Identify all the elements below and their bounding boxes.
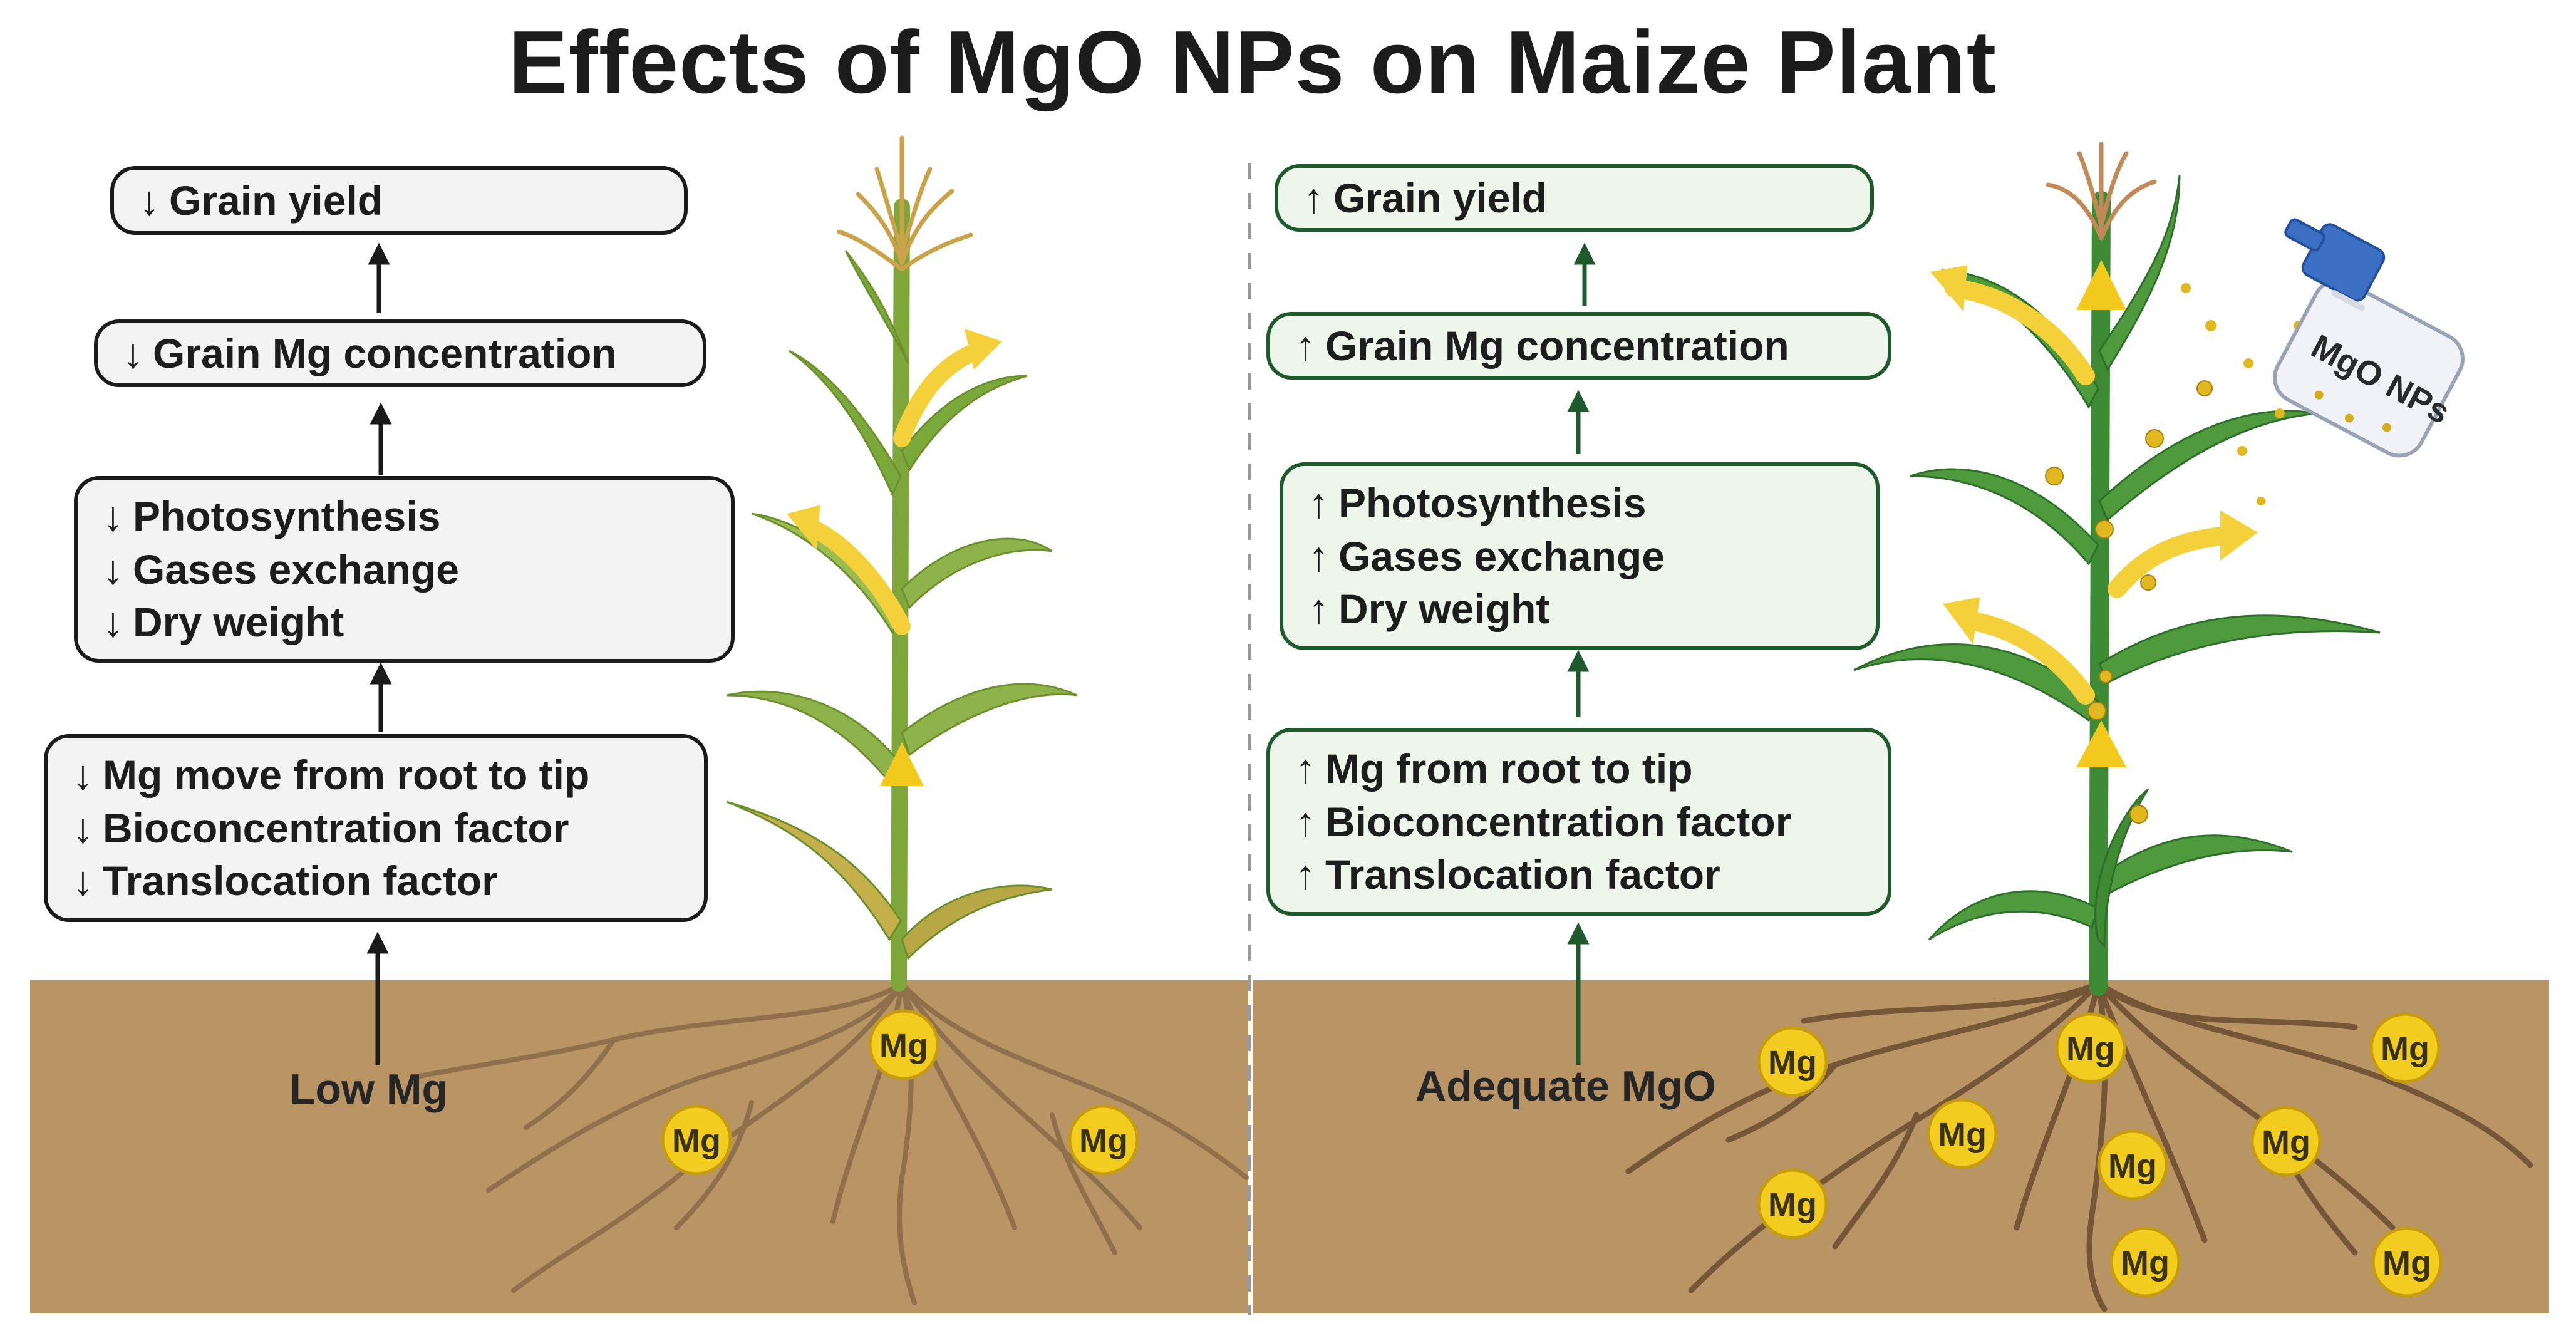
box-line: ↓Translocation factor — [73, 854, 679, 907]
mg-ion-circle — [868, 1009, 939, 1080]
right-grain-mg-box: ↑Grain Mg concentration — [1266, 312, 1891, 380]
adequate-mgo-label: Adequate MgO — [1415, 1062, 1716, 1110]
mg-ion-label: Mg — [1938, 1116, 1987, 1154]
up-arrow-icon: ↑ — [1308, 586, 1329, 633]
mg-ion-circle — [2250, 1106, 2322, 1177]
box-line: ↑Grain Mg concentration — [1295, 319, 1863, 372]
box-line-text: Photosynthesis — [1338, 480, 1647, 527]
up-arrow-icon: ↑ — [1295, 322, 1316, 369]
up-arrow-icon: ↑ — [1308, 532, 1329, 579]
right-flow-arrows — [1567, 242, 1596, 1065]
down-arrow-icon: ↓ — [73, 804, 93, 851]
mg-ion-label: Mg — [2381, 1030, 2429, 1068]
up-arrow-icon: ↑ — [1308, 480, 1329, 527]
left-photosynthesis-box: ↓Photosynthesis↓Gases exchange↓Dry weigh… — [74, 476, 735, 663]
down-arrow-icon: ↓ — [103, 493, 123, 540]
mg-ion-label: Mg — [2108, 1147, 2157, 1185]
box-line: ↑Dry weight — [1308, 583, 1851, 635]
mg-ion-label: Mg — [672, 1122, 721, 1160]
box-line: ↑Translocation factor — [1295, 848, 1863, 901]
mg-ion-circle — [1757, 1026, 1828, 1097]
box-line-text: Grain Mg concentration — [1325, 322, 1789, 369]
box-line: ↓Mg move from root to tip — [73, 748, 679, 801]
mg-ion-circle — [2055, 1012, 2126, 1084]
box-line: ↑Bioconcentration factor — [1295, 795, 1863, 848]
mg-ion-circle — [2097, 1129, 2168, 1201]
box-line-text: Bioconcentration factor — [103, 804, 569, 851]
mg-ion-label: Mg — [1768, 1186, 1817, 1224]
down-arrow-icon: ↓ — [73, 752, 93, 799]
box-line: ↑Mg from root to tip — [1295, 742, 1863, 795]
box-line: ↑Photosynthesis — [1308, 477, 1851, 529]
right-grain-yield-box: ↑Grain yield — [1275, 164, 1874, 232]
left-grain-mg-box: ↓Grain Mg concentration — [94, 319, 706, 387]
down-arrow-icon: ↓ — [103, 546, 123, 593]
down-arrow-icon: ↓ — [103, 599, 123, 646]
soil-left — [30, 980, 1248, 1313]
box-line-text: Dry weight — [133, 599, 344, 646]
box-line-text: Photosynthesis — [133, 493, 441, 540]
box-line: ↑Gases exchange — [1308, 530, 1851, 583]
box-line: ↓Dry weight — [103, 596, 706, 648]
box-line-text: Mg from root to tip — [1325, 745, 1693, 792]
mg-ion-circle — [2369, 1012, 2441, 1084]
mg-ion-label: Mg — [879, 1027, 928, 1065]
mg-ion-label: Mg — [2121, 1245, 2170, 1282]
left-grain-yield-box: ↓Grain yield — [110, 166, 688, 235]
down-arrow-icon: ↓ — [139, 177, 160, 224]
box-line: ↓Grain yield — [139, 174, 659, 227]
box-line-text: Gases exchange — [133, 546, 459, 593]
box-line-text: Bioconcentration factor — [1325, 798, 1792, 845]
right-mg-transport-box: ↑Mg from root to tip↑Bioconcentration fa… — [1266, 728, 1891, 916]
box-line-text: Translocation factor — [1325, 851, 1720, 898]
mg-ion-label: Mg — [2382, 1245, 2431, 1282]
box-line-text: Dry weight — [1338, 586, 1550, 633]
mg-ion-circle — [2371, 1226, 2443, 1298]
left-flow-arrows — [366, 242, 392, 1065]
box-line-text: Translocation factor — [103, 857, 498, 904]
mg-ion-circle — [1927, 1098, 1998, 1169]
left-mg-transport-box: ↓Mg move from root to tip↓Bioconcentrati… — [44, 734, 708, 922]
box-line: ↓Bioconcentration factor — [73, 802, 679, 854]
box-line: ↓Photosynthesis — [103, 490, 706, 542]
box-line-text: Gases exchange — [1338, 532, 1665, 579]
box-line: ↓Grain Mg concentration — [123, 327, 678, 380]
down-arrow-icon: ↓ — [73, 857, 93, 904]
spray-bottle: MgO NPs — [2273, 218, 2465, 458]
up-arrow-icon: ↑ — [1295, 745, 1316, 792]
right-maize-plant — [1625, 142, 2533, 1312]
mg-ion-circle — [1757, 1168, 1828, 1240]
low-mg-label: Low Mg — [289, 1065, 448, 1113]
down-arrow-icon: ↓ — [123, 329, 143, 376]
up-arrow-icon: ↑ — [1303, 174, 1324, 221]
page-title: Effects of MgO NPs on Maize Plant — [508, 13, 1997, 112]
mg-ion-label: Mg — [2066, 1030, 2115, 1068]
up-arrow-icon: ↑ — [1295, 798, 1316, 845]
mg-ion-circle — [661, 1104, 732, 1176]
box-line-text: Grain Mg concentration — [153, 329, 617, 376]
box-line: ↓Gases exchange — [103, 543, 706, 596]
box-line-text: Mg move from root to tip — [103, 752, 590, 799]
up-arrow-icon: ↑ — [1295, 851, 1316, 898]
mg-ion-label: Mg — [1079, 1122, 1128, 1160]
mg-ion-label: Mg — [1768, 1044, 1817, 1082]
box-line-text: Grain yield — [1333, 174, 1548, 221]
mg-ion-circle — [1068, 1104, 1139, 1176]
mg-ion-circle — [2109, 1226, 2181, 1298]
mg-ion-label: Mg — [2262, 1124, 2310, 1161]
box-line-text: Grain yield — [169, 177, 383, 224]
box-line: ↑Grain yield — [1303, 172, 1845, 224]
right-photosynthesis-box: ↑Photosynthesis↑Gases exchange↑Dry weigh… — [1280, 462, 1880, 650]
